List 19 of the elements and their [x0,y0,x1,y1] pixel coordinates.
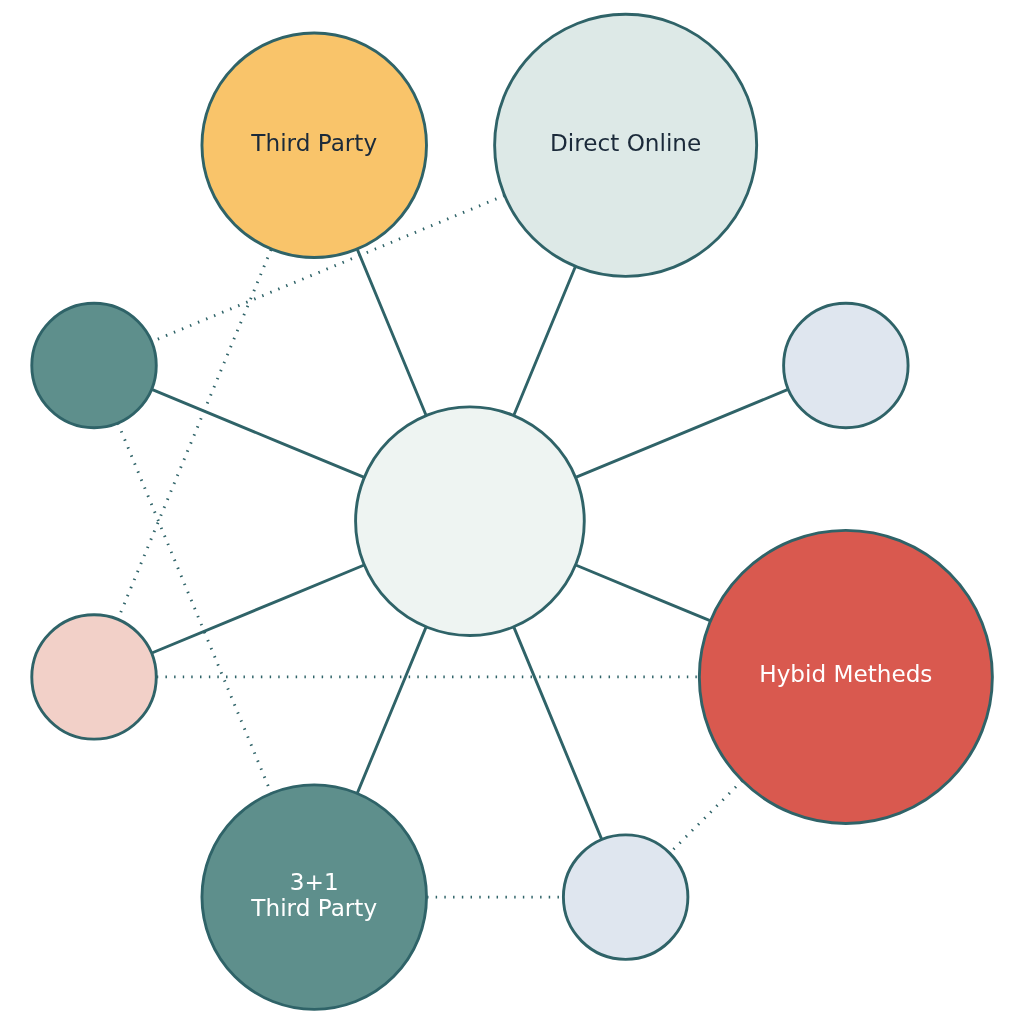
node-circle [30,301,158,430]
node-circle [30,613,158,741]
connector [151,563,365,655]
node-circle: Hybid Metheds [697,528,994,825]
connector [512,626,604,840]
connector [116,422,273,794]
node-circle [782,301,910,430]
connector [156,675,700,679]
connector [512,266,577,417]
connector [575,563,711,622]
node-circle [354,405,586,637]
node-circle [561,833,690,961]
node-circle: Direct Online [493,12,759,278]
node-circle: Third Party [200,31,428,259]
connector [575,388,789,479]
connector [151,388,365,479]
connector [356,626,428,794]
node-circle: 3+1 Third Party [200,783,428,1011]
connector [356,249,428,417]
